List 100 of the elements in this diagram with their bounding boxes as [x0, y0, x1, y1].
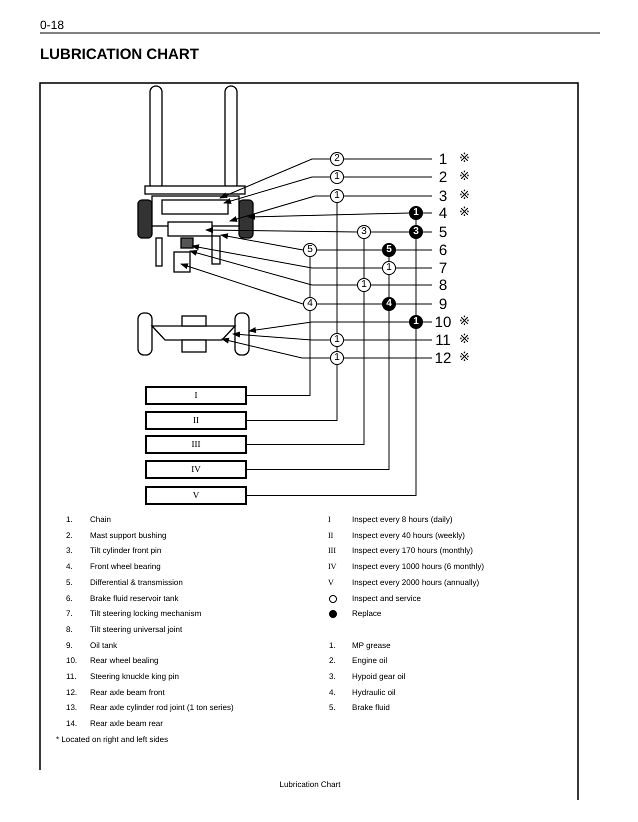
legend-text: Front wheel bearing: [90, 562, 161, 572]
legend-text: Inspect every 1000 hours (6 monthly): [352, 562, 484, 572]
legend-text: 1.: [329, 640, 336, 651]
legend-text: 3.: [329, 672, 336, 682]
legend-text: 10.: [66, 656, 78, 666]
legend-text: 13.: [66, 703, 78, 714]
legend-text: 5.: [329, 703, 336, 714]
legend-text: Hydraulic oil: [352, 688, 396, 698]
connector-line: [344, 176, 432, 178]
leader-line: [191, 244, 382, 268]
legend-text: 2.: [66, 530, 73, 541]
interval-box: I: [145, 386, 247, 405]
legend-text: Rear axle beam front: [90, 688, 165, 698]
leader-line: [223, 176, 330, 204]
legend-text: Steering knuckle king pin: [90, 672, 179, 682]
connector-line: [336, 346, 338, 352]
replace-marker: 1: [409, 315, 423, 329]
legend-text: 14.: [66, 719, 78, 730]
side-mark: ※: [459, 315, 470, 329]
legend-text: Brake fluid: [352, 703, 390, 714]
inspect-marker: 1: [330, 351, 344, 365]
legend-text: MP grease: [352, 640, 391, 651]
legend-text: 12.: [66, 688, 78, 698]
legend-text: Inspect every 8 hours (daily): [352, 515, 452, 525]
connector-line: [344, 158, 432, 160]
side-mark: ※: [459, 152, 470, 166]
legend-text: 6.: [66, 594, 73, 604]
legend-text: Rear wheel bealing: [90, 656, 158, 666]
legend-text: Replace: [352, 609, 382, 620]
replace-marker: 4: [382, 297, 396, 311]
legend-text: Rear axle beam rear: [90, 719, 163, 730]
legend-text: Brake fluid reservoir tank: [90, 594, 178, 604]
legend-text: 8.: [66, 624, 73, 635]
interval-box: V: [145, 486, 247, 505]
legend-text: 3.: [66, 546, 73, 556]
legend-text: 7.: [66, 609, 73, 620]
interval-numeral: V: [328, 578, 334, 588]
connector-line: [246, 310, 310, 396]
legend-text: Hypoid gear oil: [352, 672, 406, 682]
leader-line: [229, 196, 330, 222]
connector-line: [422, 212, 432, 214]
legend-text: 5.: [66, 578, 73, 588]
rear-axle-drawing: [137, 312, 250, 356]
leader-line: [189, 250, 358, 286]
inspect-marker: 1: [357, 278, 371, 292]
forklift-drawing: [137, 85, 254, 273]
inspect-marker: 5: [303, 243, 317, 257]
page-title: LUBRICATION CHART: [40, 47, 199, 62]
legend-text: 1.: [66, 515, 73, 525]
leader-line: [247, 212, 410, 220]
side-mark: ※: [459, 189, 470, 203]
connector-line: [388, 256, 390, 262]
replace-marker: 5: [382, 243, 396, 257]
leader-line: [221, 338, 330, 358]
page-number: 0-18: [40, 17, 64, 33]
inspect-marker: 1: [330, 189, 344, 203]
interval-box: II: [145, 411, 247, 430]
interval-box: III: [145, 435, 247, 454]
legend-text: Tilt cylinder front pin: [90, 546, 162, 556]
side-mark: ※: [459, 351, 470, 365]
side-mark: ※: [459, 206, 470, 220]
interval-numeral: III: [328, 546, 336, 556]
legend-text: 4.: [329, 688, 336, 698]
legend-text: Inspect every 40 hours (weekly): [352, 530, 465, 541]
leader-line: [248, 322, 410, 333]
connector-line: [246, 310, 390, 470]
connector-line: [370, 284, 432, 286]
inspect-marker: 1: [382, 261, 396, 275]
interval-numeral: IV: [328, 562, 336, 572]
legend-text: Oil tank: [90, 640, 118, 651]
legend-text: 11.: [66, 672, 77, 682]
legend-text: 4.: [66, 562, 73, 572]
leader-line: [180, 263, 304, 304]
legend-text: Mast support bushing: [90, 530, 166, 541]
interval-numeral: I: [328, 515, 331, 525]
caption: Lubrication Chart: [278, 780, 342, 790]
side-mark: ※: [459, 333, 470, 347]
connector-line: [388, 274, 390, 298]
legend-text: Chain: [90, 515, 111, 525]
legend-text: Inspect every 170 hours (monthly): [352, 546, 473, 556]
legend-text: Tilt steering universal joint: [90, 624, 182, 635]
inspect-marker: 4: [303, 297, 317, 311]
legend-text: 2.: [329, 656, 336, 666]
side-mark: ※: [459, 170, 470, 184]
legend-text: Tilt steering locking mechanism: [90, 609, 202, 620]
connector-line: [246, 292, 364, 445]
replace-marker: 3: [409, 225, 423, 239]
leader-line: [205, 227, 358, 234]
inspect-marker: 3: [357, 225, 371, 239]
inspect-marker: 2: [330, 152, 344, 166]
leader-line: [220, 233, 304, 250]
legend-text: Inspect and service: [352, 594, 421, 604]
legend-text: Inspect every 2000 hours (annually): [352, 578, 480, 588]
connector-line: [246, 364, 338, 421]
legend-text: * Located on right and left sides: [56, 734, 168, 745]
legend-text: Rear axle cylinder rod joint (1 ton series): [90, 703, 234, 714]
interval-numeral: II: [328, 530, 334, 541]
connector-line: [246, 328, 416, 496]
replace-marker: 1: [409, 206, 423, 220]
connector-line: [336, 202, 338, 334]
